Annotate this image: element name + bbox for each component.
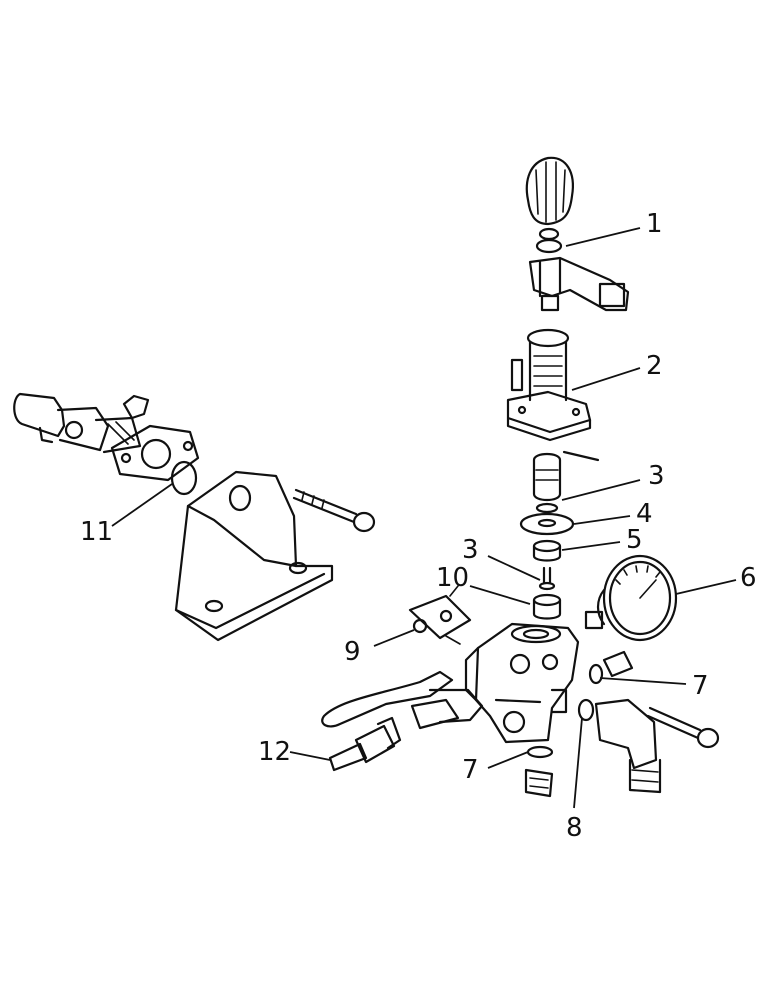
- callout-10: 10: [436, 563, 469, 593]
- part-1-control-knob-and-lever: [525, 156, 630, 312]
- callout-6: 6: [740, 563, 757, 593]
- callout-5: 5: [626, 525, 643, 555]
- mounting-bolt: [292, 488, 376, 533]
- part-9-gasket: [408, 585, 472, 645]
- outlet-bolt: [646, 706, 720, 749]
- part-7-drain-plug: [524, 745, 554, 798]
- part-4-washer: [519, 512, 575, 536]
- callout-3-lower: 3: [462, 535, 479, 565]
- part-12-hose-nipple: [328, 716, 402, 772]
- callout-9: 9: [344, 637, 361, 667]
- part-11-injector-assembly: [13, 392, 200, 496]
- part-8-outlet-elbow: [577, 698, 662, 794]
- callout-1: 1: [646, 209, 663, 239]
- part-7-fitting-upper: [588, 650, 634, 685]
- callout-11: 11: [80, 517, 113, 547]
- callout-numbers: 1 2 3 4 5 3 10 6 9 7 7 8 11 12: [80, 209, 757, 843]
- callout-3-upper: 3: [648, 461, 665, 491]
- part-5-bushing: [532, 539, 562, 562]
- callout-2: 2: [646, 351, 663, 381]
- part-2-valve-housing: [506, 328, 592, 442]
- leader-lines: [111, 227, 737, 809]
- part-3-spring-and-seal: [532, 450, 600, 514]
- callout-8: 8: [566, 813, 583, 843]
- part-10-valve-seat: [532, 593, 562, 620]
- callout-7-right: 7: [692, 671, 709, 701]
- callout-7-lower: 7: [462, 755, 479, 785]
- part-3b-small-spring: [538, 566, 556, 591]
- callout-12: 12: [258, 737, 291, 767]
- pressure-release-handle: [321, 670, 484, 730]
- mounting-bracket: [174, 470, 334, 642]
- pump-body: [464, 622, 580, 744]
- part-6-pressure-gauge: [584, 554, 678, 642]
- callout-4: 4: [636, 499, 653, 529]
